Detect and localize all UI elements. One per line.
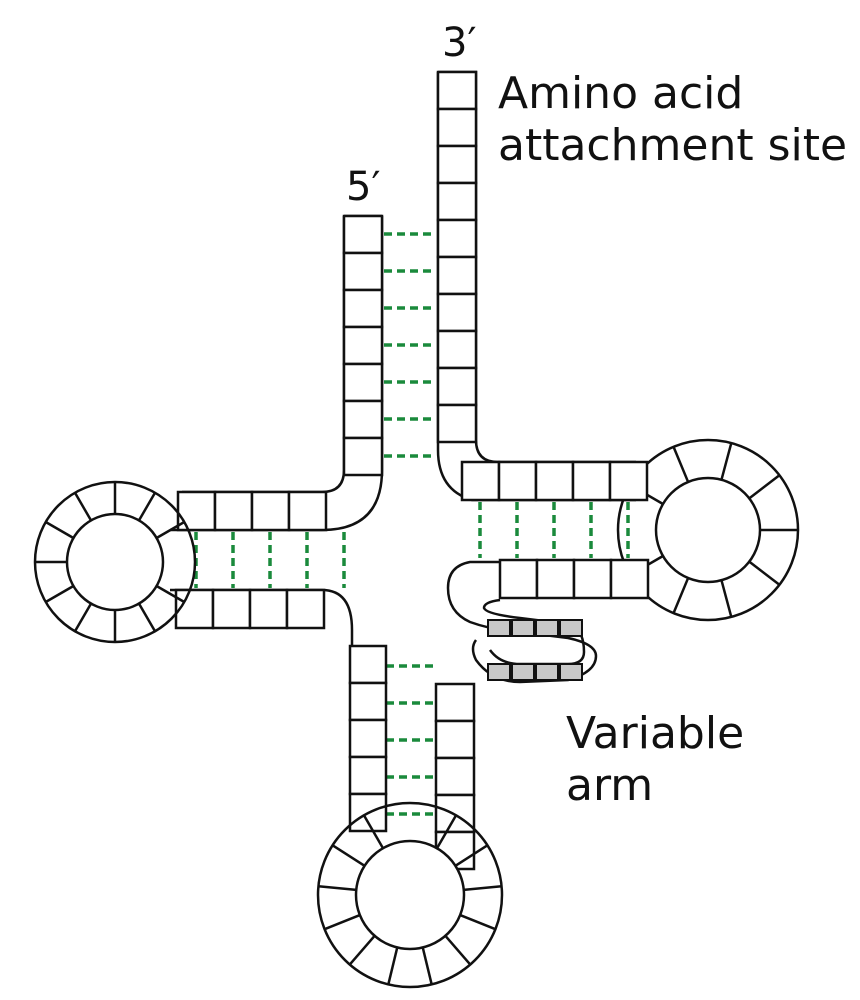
nucleotide — [436, 181, 478, 222]
nucleotide-divider — [137, 602, 157, 632]
variable-nucleotide — [535, 619, 559, 637]
variable-nucleotide — [487, 663, 511, 681]
nucleotide — [571, 460, 612, 502]
nucleotide — [250, 490, 291, 532]
d-loop — [33, 480, 197, 644]
variable-nucleotide — [511, 663, 535, 681]
variable-nucleotide — [535, 663, 559, 681]
variable-arm-label-line1: Variable — [566, 708, 744, 759]
nucleotide — [460, 460, 501, 502]
nucleotide-divider — [435, 814, 458, 849]
nucleotide-divider — [362, 814, 385, 849]
nucleotide — [211, 588, 252, 630]
nucleotide — [436, 144, 478, 185]
nucleotide-divider — [137, 492, 157, 522]
amino-acid-label-line2: attachment site — [498, 120, 847, 171]
nucleotide — [342, 436, 384, 477]
acceptor-3prime-nucleotides — [436, 70, 478, 444]
t-arm-nucleotides — [460, 460, 650, 600]
nucleotide — [497, 460, 538, 502]
nucleotide-divider — [748, 474, 781, 500]
d-arm — [33, 480, 354, 815]
nucleotide — [176, 490, 217, 532]
anticodon-arm — [316, 644, 504, 989]
nucleotide — [342, 288, 384, 329]
nucleotide — [534, 460, 575, 502]
nucleotide-divider — [720, 442, 733, 481]
nucleotide — [608, 460, 649, 502]
nucleotide-divider — [45, 584, 75, 604]
variable-nucleotide — [511, 619, 535, 637]
variable-arm-nucleotides — [487, 619, 583, 681]
nucleotide — [434, 682, 476, 723]
nucleotide — [348, 718, 388, 759]
nucleotide-divider — [155, 520, 185, 540]
variable-arm — [446, 560, 598, 684]
base-pair-lines — [194, 232, 630, 816]
nucleotide-divider — [459, 913, 496, 931]
nucleotide — [213, 490, 254, 532]
variable-arm-label-line2: arm — [566, 760, 653, 811]
nucleotide — [348, 755, 388, 796]
nucleotide-divider — [45, 520, 75, 540]
t-loop — [616, 438, 800, 622]
nucleotide-divider — [318, 885, 357, 892]
nucleotide-divider — [672, 446, 690, 483]
nucleotide — [434, 719, 476, 760]
nucleotide — [436, 107, 478, 148]
amino-acid-label-line1: Amino acid — [498, 68, 743, 119]
nucleotide-divider — [720, 579, 733, 618]
acceptor-5prime-nucleotides — [342, 214, 384, 477]
variable-arm-shape — [446, 560, 598, 684]
variable-nucleotide — [559, 663, 583, 681]
nucleotide — [285, 588, 326, 630]
nucleotide-divider — [463, 885, 502, 892]
nucleotide — [348, 644, 388, 685]
nucleotide — [434, 756, 476, 797]
nucleotide-divider — [331, 844, 366, 867]
nucleotide-divider — [324, 913, 361, 931]
variable-nucleotide — [487, 619, 511, 637]
acceptor-stem-5prime-strand — [170, 214, 384, 532]
t-arm — [460, 438, 800, 622]
three-prime-label: 3′ — [442, 20, 477, 66]
nucleotide — [436, 366, 478, 407]
nucleotide — [248, 588, 289, 630]
nucleotide — [342, 251, 384, 292]
nucleotide — [174, 588, 215, 630]
nucleotide — [342, 399, 384, 440]
nucleotide-divider — [348, 934, 376, 966]
nucleotide — [436, 403, 478, 444]
d-arm-nucleotides — [174, 490, 328, 630]
nucleotide — [436, 255, 478, 296]
variable-nucleotide — [559, 619, 583, 637]
nucleotide-divider — [73, 492, 93, 522]
nucleotide-divider — [155, 584, 185, 604]
nucleotide — [609, 558, 650, 600]
nucleotide-divider — [387, 947, 399, 985]
nucleotide — [287, 490, 328, 532]
anticodon-loop — [316, 801, 504, 989]
nucleotide-divider — [672, 577, 690, 614]
nucleotide-divider — [73, 602, 93, 632]
anticodon-stem-nucleotides — [348, 644, 476, 871]
nucleotide-divider — [454, 844, 489, 867]
nucleotide — [535, 558, 576, 600]
nucleotide-divider — [748, 560, 781, 586]
five-prime-label: 5′ — [346, 164, 381, 210]
nucleotide-divider — [444, 934, 472, 966]
nucleotide — [436, 292, 478, 333]
nucleotide — [498, 558, 539, 600]
nucleotide-divider — [421, 947, 433, 985]
nucleotide — [436, 218, 478, 259]
nucleotide — [342, 362, 384, 403]
nucleotide — [436, 70, 478, 111]
nucleotide — [436, 329, 478, 370]
nucleotide — [572, 558, 613, 600]
nucleotide — [348, 681, 388, 722]
nucleotide — [342, 325, 384, 366]
nucleotide — [342, 214, 384, 255]
